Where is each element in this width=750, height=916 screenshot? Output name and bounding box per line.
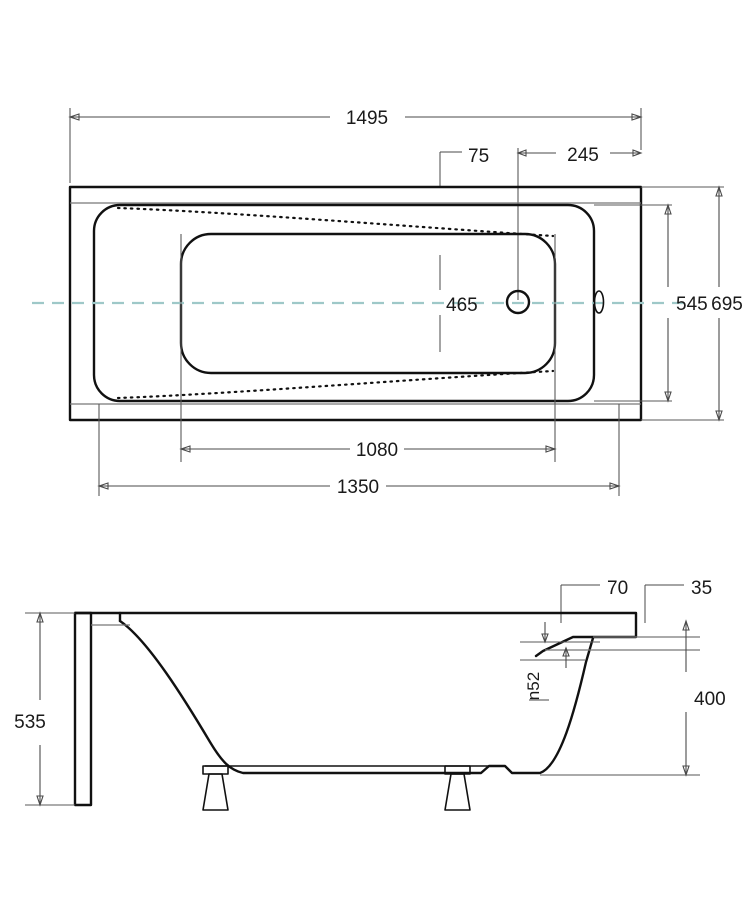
arrow-1080-right <box>545 445 557 453</box>
dim-rim-width: 70 <box>560 578 628 623</box>
tub-taper-hidden-top <box>116 206 555 238</box>
dim-inner-to-drain: 465 <box>439 255 478 352</box>
dim-rim-to-drain: 75 <box>439 146 489 186</box>
arrow-535-bottom <box>36 795 44 807</box>
dim-label-535: 535 <box>14 712 46 733</box>
dim-label-1495: 1495 <box>346 108 388 129</box>
front-panel <box>73 611 93 807</box>
dim-inner-length: 1080 <box>179 440 557 461</box>
foot-left-body <box>202 773 229 811</box>
dim-label-695: 695 <box>711 294 743 315</box>
arrow-545-top <box>664 203 672 215</box>
dim-label-465: 465 <box>446 295 478 316</box>
plan-view: 1495 75 245 <box>32 108 743 498</box>
arrow-n52-top <box>541 633 549 644</box>
arrow-245-right <box>632 149 643 157</box>
overflow-icon <box>593 290 605 314</box>
dim-drain-to-end: 245 <box>516 145 643 300</box>
dim-bowl-depth: 400 <box>682 619 726 777</box>
foot-right-body <box>444 773 471 811</box>
arrow-1495-right <box>631 113 643 121</box>
dim-label-1350: 1350 <box>337 477 379 498</box>
dim-label-245: 245 <box>567 145 599 166</box>
support-foot-left <box>202 765 229 811</box>
drain-icon <box>505 289 531 315</box>
dim-label-35: 35 <box>691 578 712 599</box>
dim-label-545: 545 <box>676 294 708 315</box>
arrow-545-bottom <box>664 391 672 403</box>
tub-taper-hidden-bottom <box>116 369 555 400</box>
arrow-535-top <box>36 611 44 623</box>
dim-label-400: 400 <box>694 689 726 710</box>
tub-bowl-profile <box>118 619 595 775</box>
dim-overall-width: 695 <box>641 185 743 422</box>
dim-overall-height: 535 <box>14 611 75 807</box>
dim-rim-edge: 35 <box>644 578 712 623</box>
arrow-1350-right <box>609 482 621 490</box>
arrow-695-top <box>715 185 723 197</box>
arrow-1495-left <box>68 113 80 121</box>
arrow-400-top <box>682 619 690 631</box>
dim-label-70: 70 <box>607 578 628 599</box>
dim-rim-thickness: n52 <box>520 622 600 701</box>
foot-left-bracket <box>202 765 229 775</box>
arrow-245-left <box>516 149 527 157</box>
dim-inner-width: 545 <box>594 203 708 403</box>
dim-label-75: 75 <box>468 146 489 167</box>
arrow-1080-left <box>179 445 191 453</box>
arrow-1350-left <box>97 482 109 490</box>
dim-label-n52: n52 <box>524 672 543 700</box>
dim-overall-length: 1495 <box>68 108 643 129</box>
arrow-n52-bottom <box>562 646 570 657</box>
arrow-400-bottom <box>682 765 690 777</box>
elevation-view: 70 35 <box>14 578 726 811</box>
dim-label-1080: 1080 <box>356 440 398 461</box>
arrow-695-bottom <box>715 410 723 422</box>
support-foot-right <box>444 765 471 811</box>
dim-foot-span: 1350 <box>97 477 621 498</box>
